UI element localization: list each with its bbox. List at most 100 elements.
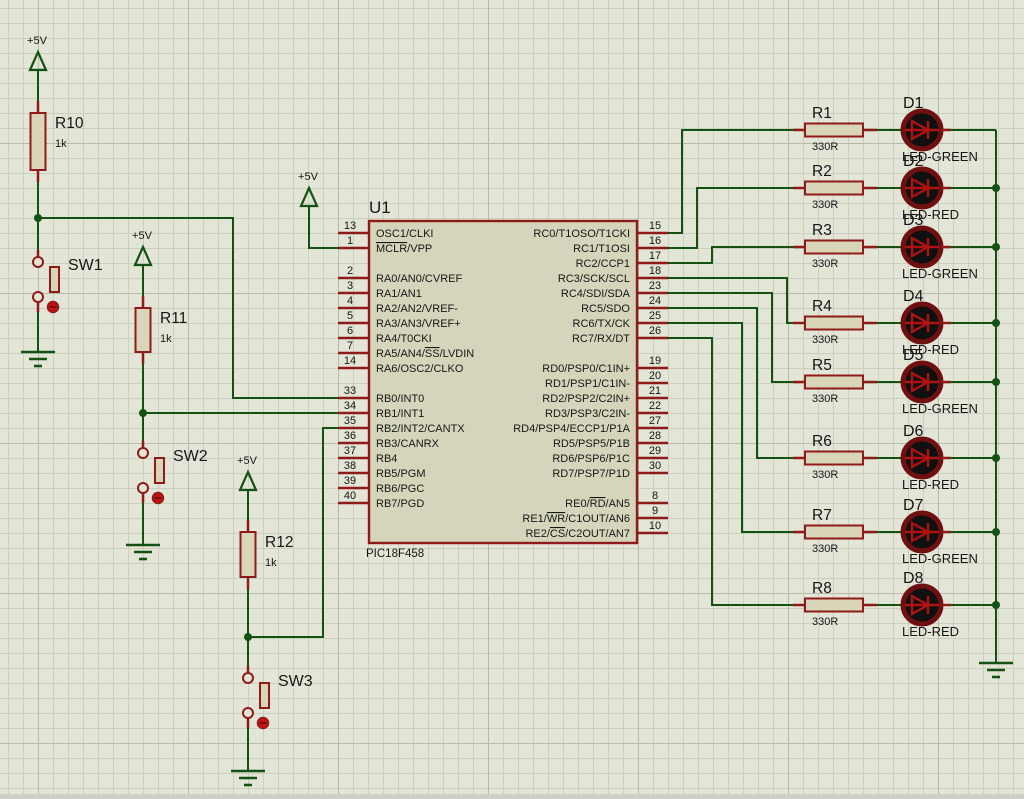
switch-button[interactable] xyxy=(154,457,165,484)
pin-name: RB3/CANRX xyxy=(376,438,440,450)
led-body[interactable] xyxy=(900,510,944,554)
switch-terminal[interactable] xyxy=(137,482,149,494)
resistor-value-label: 330R xyxy=(812,543,838,555)
pin-name: RA2/AN2/VREF- xyxy=(376,303,458,315)
resistor-body[interactable] xyxy=(804,239,864,255)
switch-terminal[interactable] xyxy=(32,256,44,268)
switch-terminal[interactable] xyxy=(242,672,254,684)
led-anode-triangle xyxy=(910,235,931,259)
wire-mclr-power[interactable] xyxy=(308,206,338,249)
pin-name: RE1/WR/C1OUT/AN6 xyxy=(522,513,630,525)
pin-number: 9 xyxy=(652,505,658,517)
pin-name: OSC1/CLKI xyxy=(376,228,433,240)
resistor-body[interactable] xyxy=(804,450,864,466)
resistor-ref-label: R10 xyxy=(55,115,84,132)
chip-body[interactable] xyxy=(367,219,639,545)
pin-name: RB5/PGM xyxy=(376,468,426,480)
led-body[interactable] xyxy=(900,166,944,210)
pin-name: MCLR/VPP xyxy=(376,243,432,255)
resistor-ref-label: R8 xyxy=(812,580,832,597)
resistor-value-label: 330R xyxy=(812,258,838,270)
pin-number: 14 xyxy=(344,355,356,367)
push-button-switch[interactable] xyxy=(242,666,270,730)
switch-terminal[interactable] xyxy=(242,707,254,719)
resistor-body[interactable] xyxy=(804,597,864,613)
wire-port-c-to-resistor[interactable] xyxy=(668,307,793,459)
resistor-value-label: 330R xyxy=(812,141,838,153)
resistor-ref-label: R12 xyxy=(265,534,293,551)
resistor-ref-label: R11 xyxy=(160,310,187,327)
resistor-body[interactable] xyxy=(239,531,257,578)
led-body[interactable] xyxy=(900,108,944,152)
pin-number: 38 xyxy=(344,460,356,472)
pin-number: 15 xyxy=(649,220,661,232)
power-flag-icon[interactable] xyxy=(133,244,153,267)
led-type-label: LED-GREEN xyxy=(902,149,978,164)
ground-icon[interactable] xyxy=(979,661,1013,679)
pin-name: RB2/INT2/CANTX xyxy=(376,423,465,435)
pin-number: 35 xyxy=(344,415,356,427)
resistor-body[interactable] xyxy=(804,374,864,390)
chip-ref-label: U1 xyxy=(369,198,391,217)
resistor-value-label: 330R xyxy=(812,469,838,481)
led-anode-triangle xyxy=(910,176,931,200)
resistor-ref-label: R1 xyxy=(812,105,832,122)
led-body[interactable] xyxy=(900,360,944,404)
wire-to-port-b[interactable] xyxy=(38,217,338,399)
led-body[interactable] xyxy=(900,583,944,627)
resistor-value-label: 330R xyxy=(812,199,838,211)
resistor-value-label: 1k xyxy=(265,557,277,569)
pin-name: RC5/SDO xyxy=(581,303,630,315)
wire-port-c-to-resistor[interactable] xyxy=(668,187,793,249)
pin-name: RA0/AN0/CVREF xyxy=(376,273,462,285)
pin-number: 10 xyxy=(649,520,661,532)
junction-dot xyxy=(992,243,1000,251)
ground-icon[interactable] xyxy=(126,543,160,561)
pin-number: 2 xyxy=(347,265,353,277)
wire-port-c-to-resistor[interactable] xyxy=(668,292,793,383)
pin-number: 30 xyxy=(649,460,661,472)
resistor-body[interactable] xyxy=(804,122,864,138)
wire-port-c-to-resistor[interactable] xyxy=(668,246,793,264)
wire-port-c-to-resistor[interactable] xyxy=(668,322,793,533)
resistor-body[interactable] xyxy=(804,315,864,331)
switch-ref-label: SW3 xyxy=(278,673,313,690)
wire-port-c-to-resistor[interactable] xyxy=(668,129,793,234)
resistor-body[interactable] xyxy=(134,307,152,353)
switch-button[interactable] xyxy=(259,682,270,709)
resistor-ref-label: R3 xyxy=(812,222,832,239)
led-anode-triangle xyxy=(910,311,931,335)
junction-dot xyxy=(992,184,1000,192)
wire-to-port-b[interactable] xyxy=(248,427,338,638)
switch-terminal[interactable] xyxy=(137,447,149,459)
resistor-body[interactable] xyxy=(804,180,864,196)
resistor-body[interactable] xyxy=(804,524,864,540)
switch-button[interactable] xyxy=(49,266,60,293)
wire-port-c-to-resistor[interactable] xyxy=(668,337,793,606)
led-body[interactable] xyxy=(900,436,944,480)
ground-icon[interactable] xyxy=(21,350,55,368)
push-button-switch[interactable] xyxy=(137,441,165,505)
pin-number: 23 xyxy=(649,280,661,292)
led-type-label: LED-GREEN xyxy=(902,266,978,281)
power-flag-icon[interactable] xyxy=(299,185,319,208)
led-ref-label: D3 xyxy=(903,212,924,229)
power-net-label: +5V xyxy=(237,455,258,467)
wire-port-c-to-resistor[interactable] xyxy=(668,277,793,324)
push-button-switch[interactable] xyxy=(32,250,60,314)
ground-icon[interactable] xyxy=(231,769,265,787)
led-body[interactable] xyxy=(900,301,944,345)
pin-number: 25 xyxy=(649,310,661,322)
power-flag-icon[interactable] xyxy=(28,49,48,72)
power-flag-icon[interactable] xyxy=(238,469,258,492)
pin-name: RC1/T1OSI xyxy=(573,243,630,255)
switch-terminal[interactable] xyxy=(32,291,44,303)
resistor-body[interactable] xyxy=(29,112,47,171)
led-body[interactable] xyxy=(900,225,944,269)
led-ref-label: D6 xyxy=(903,423,924,440)
pin-name: RB7/PGD xyxy=(376,498,424,510)
pin-name: RD1/PSP1/C1IN- xyxy=(545,378,630,390)
led-anode-triangle xyxy=(910,118,931,142)
junction-dot xyxy=(992,319,1000,327)
